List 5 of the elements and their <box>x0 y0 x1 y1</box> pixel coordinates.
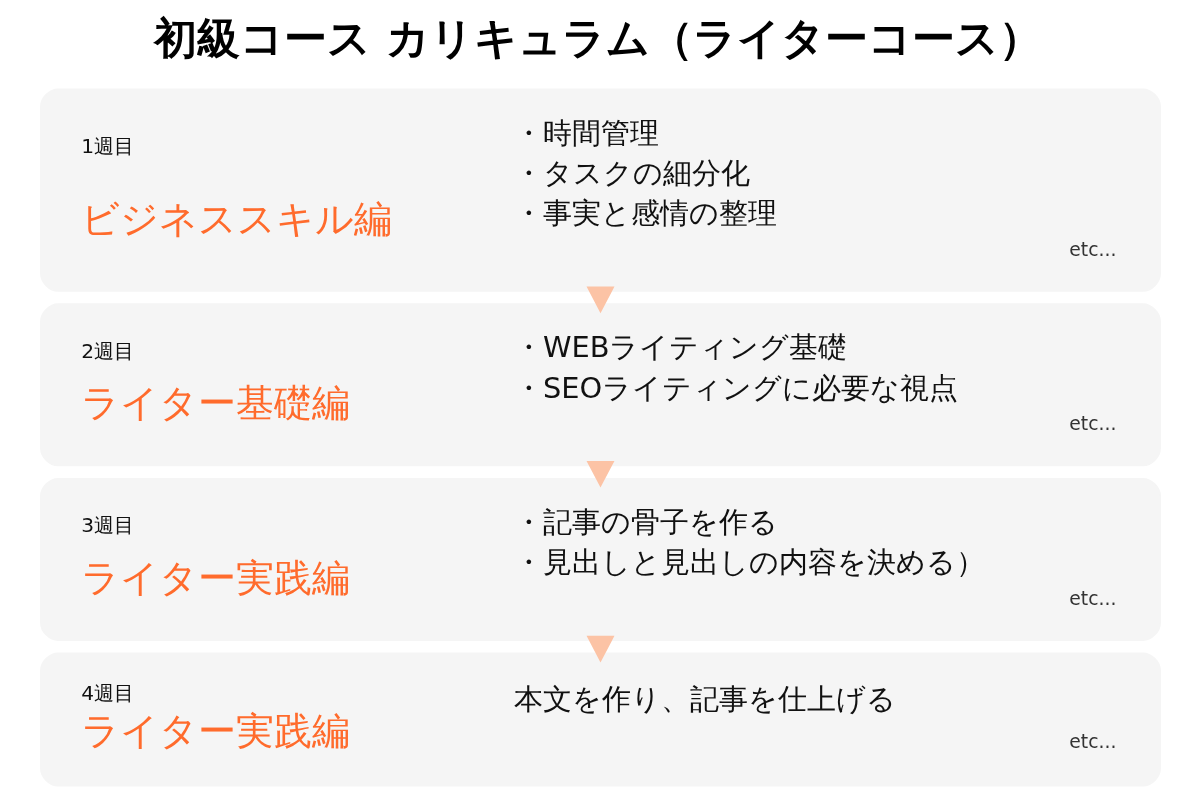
node-box: 4週目 ライター実践編 本文を作り、記事を仕上げる etc... <box>39 652 1161 787</box>
arrow <box>586 460 614 488</box>
diagram-title: 初級コース カリキュラム（ライターコース） <box>153 13 1042 64</box>
arrow <box>586 286 614 314</box>
arrow <box>586 635 614 663</box>
